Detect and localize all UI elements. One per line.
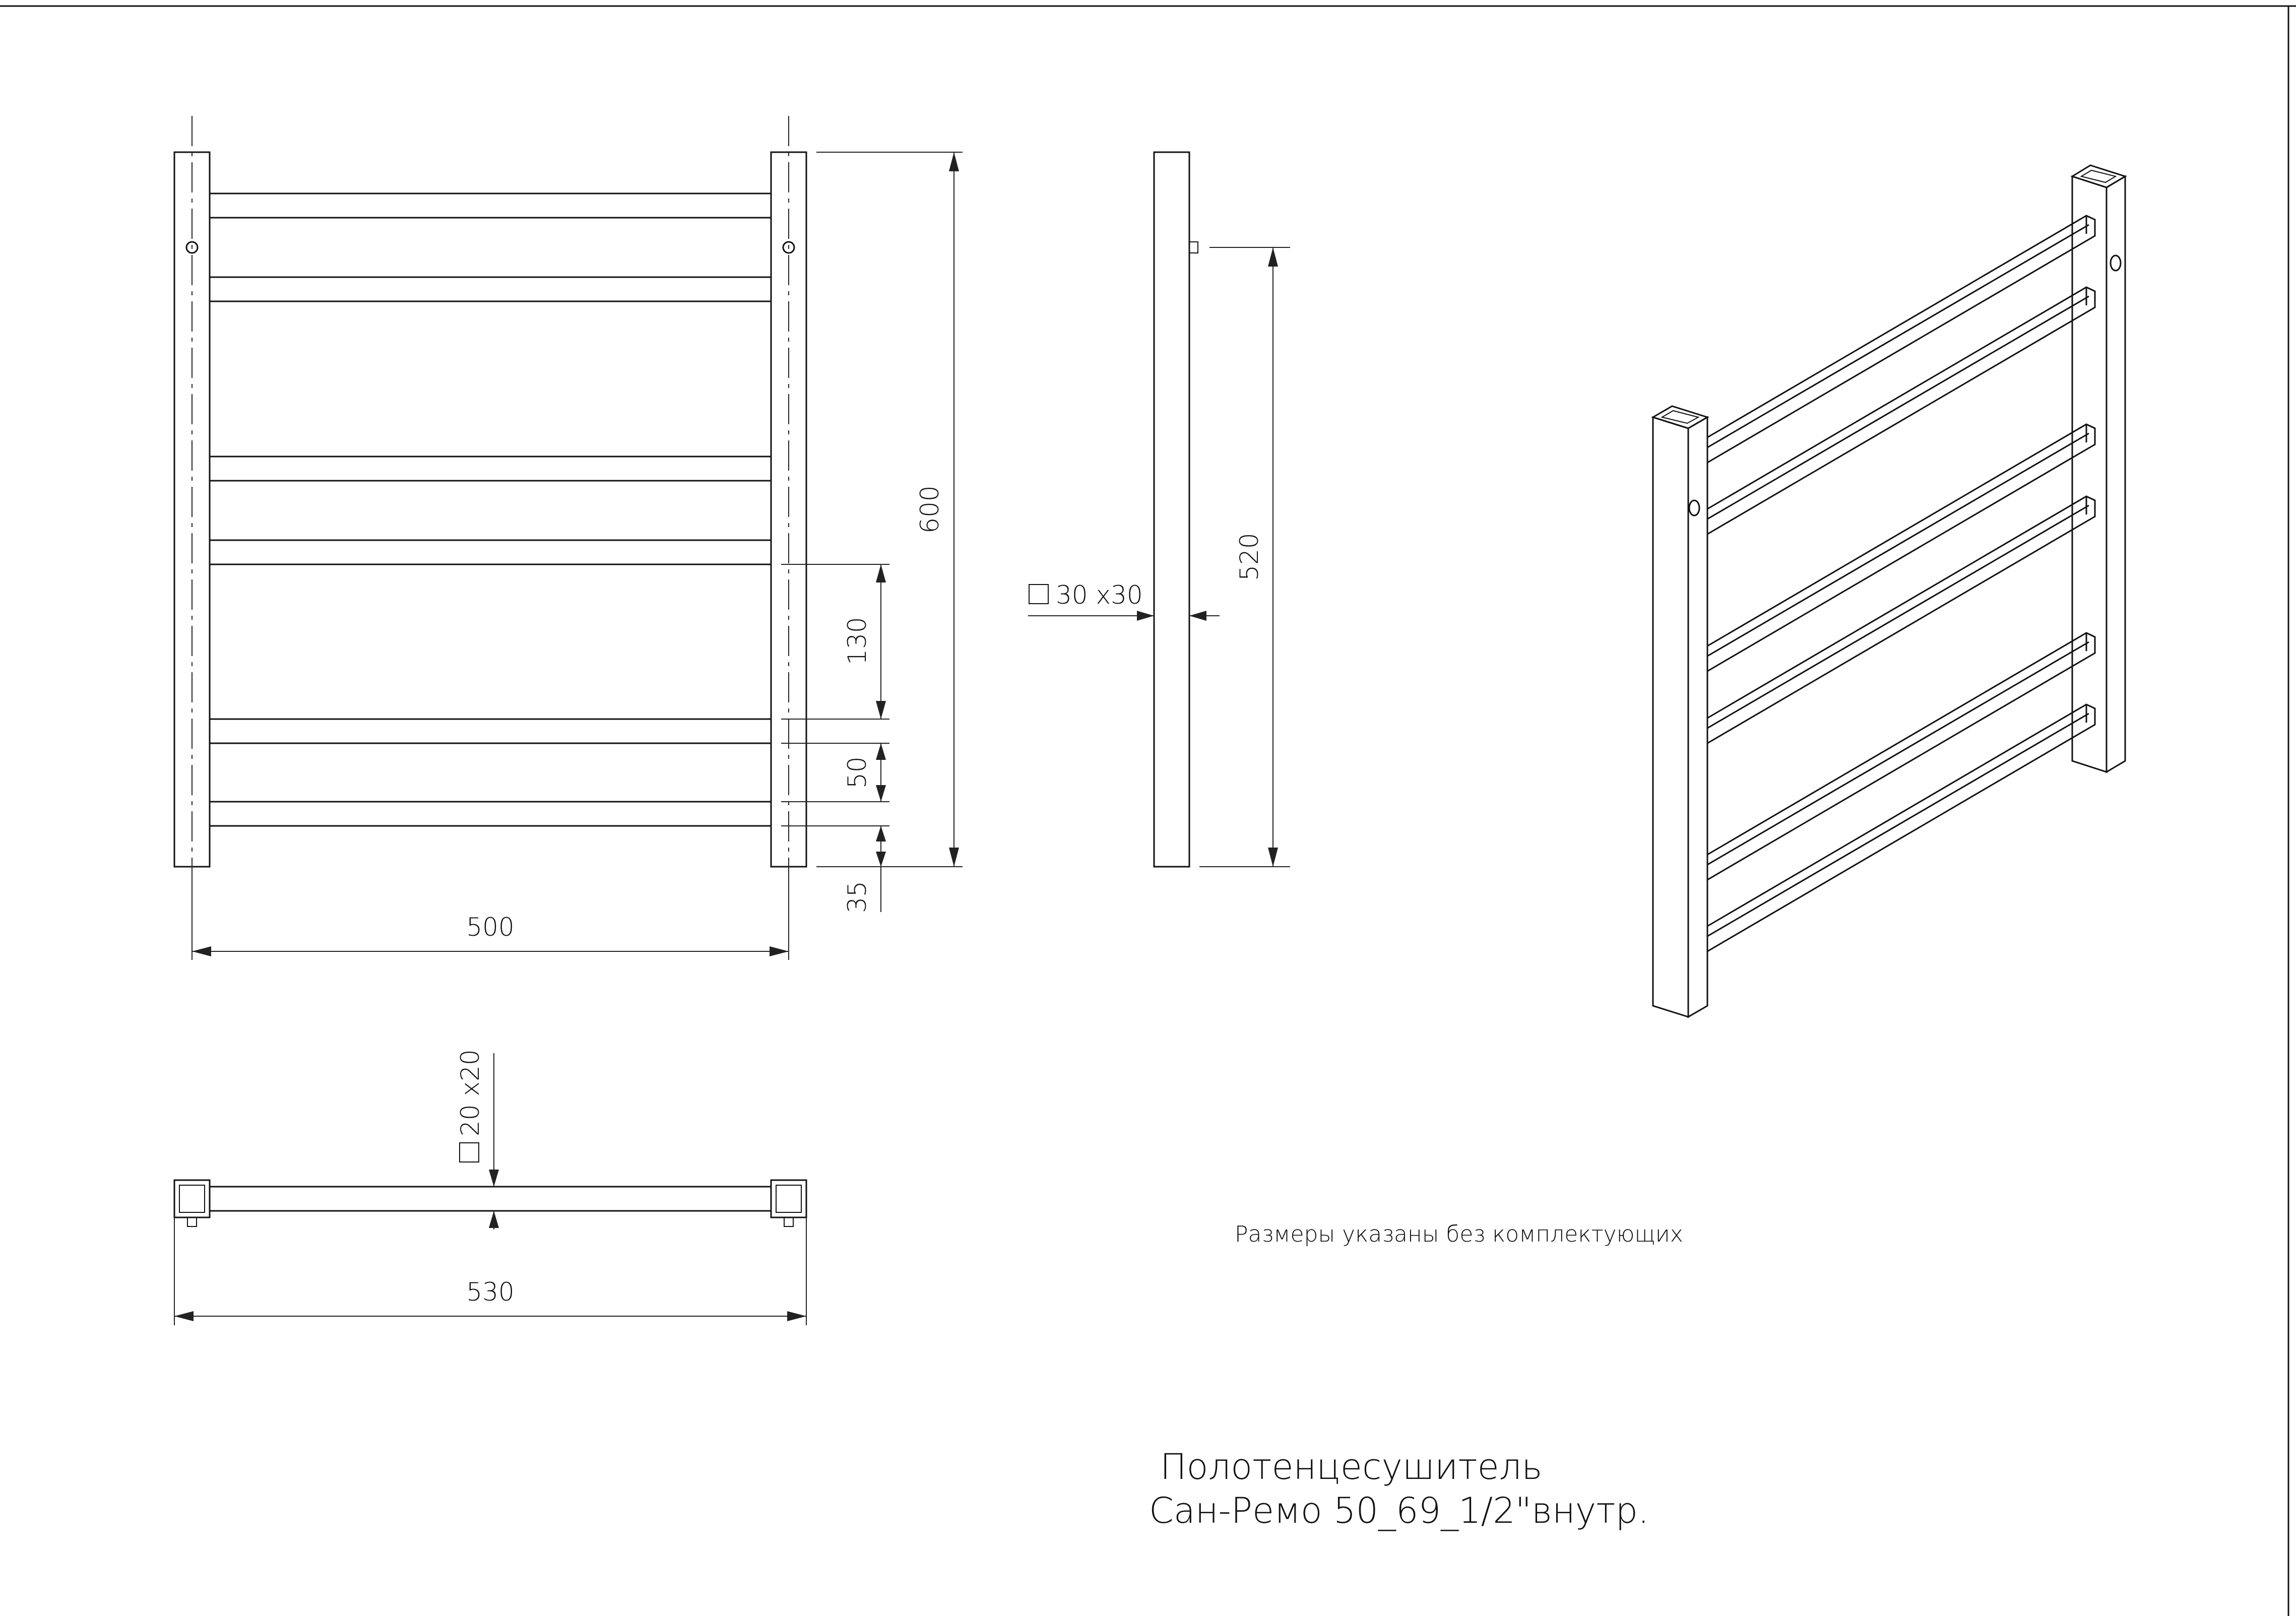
dim-profile-30: 30 x30	[1028, 580, 1220, 621]
dim-520-label: 520	[1235, 533, 1264, 580]
rungs	[209, 192, 772, 827]
dim-500: 500	[192, 887, 789, 960]
dim-50-label: 50	[843, 756, 872, 789]
isometric-view	[1651, 164, 2127, 1018]
iso-right-connection-icon	[2110, 254, 2122, 272]
dim-35-label: 35	[843, 881, 872, 913]
sheet-frame	[0, 5, 2296, 1616]
square-profile-20-icon	[459, 1142, 479, 1162]
dim-130: 130	[781, 564, 889, 720]
side-view	[1153, 151, 1198, 868]
dim-50: 50	[781, 743, 889, 802]
right-connection-icon	[782, 241, 795, 254]
square-profile-icon	[1029, 584, 1049, 604]
top-rung	[209, 1186, 772, 1212]
front-view	[173, 116, 807, 887]
side-post	[1153, 151, 1190, 868]
dim-600-label: 600	[915, 485, 944, 533]
dim-520: 520	[1199, 247, 1290, 867]
dim-530: 530	[174, 1217, 807, 1325]
top-view	[173, 1179, 807, 1227]
dim-130-label: 130	[843, 617, 872, 665]
side-connection-icon	[1189, 241, 1198, 253]
left-connection-icon	[185, 241, 199, 254]
iso-left-post	[1651, 405, 1709, 1018]
dim-profile-30-label: 30 x30	[1056, 580, 1143, 610]
dim-profile-20-label: 20 x20	[456, 1049, 485, 1136]
dim-600: 600	[816, 152, 963, 867]
title-line-1: Полотенцесушитель	[1160, 1446, 1543, 1488]
dim-35: 35	[781, 825, 889, 913]
title-line-2: Сан-Ремо 50_69_1/2"внутр.	[1149, 1490, 1649, 1531]
iso-rungs	[1706, 215, 2096, 953]
iso-left-connection-icon	[1688, 499, 1700, 516]
dim-500-label: 500	[466, 913, 514, 942]
iso-right-post	[2070, 164, 2127, 773]
dim-profile-20: 20 x20	[456, 1049, 499, 1230]
dimensions-note: Размеры указаны без комплектующих	[1235, 1221, 1683, 1247]
dim-530-label: 530	[466, 1277, 514, 1307]
